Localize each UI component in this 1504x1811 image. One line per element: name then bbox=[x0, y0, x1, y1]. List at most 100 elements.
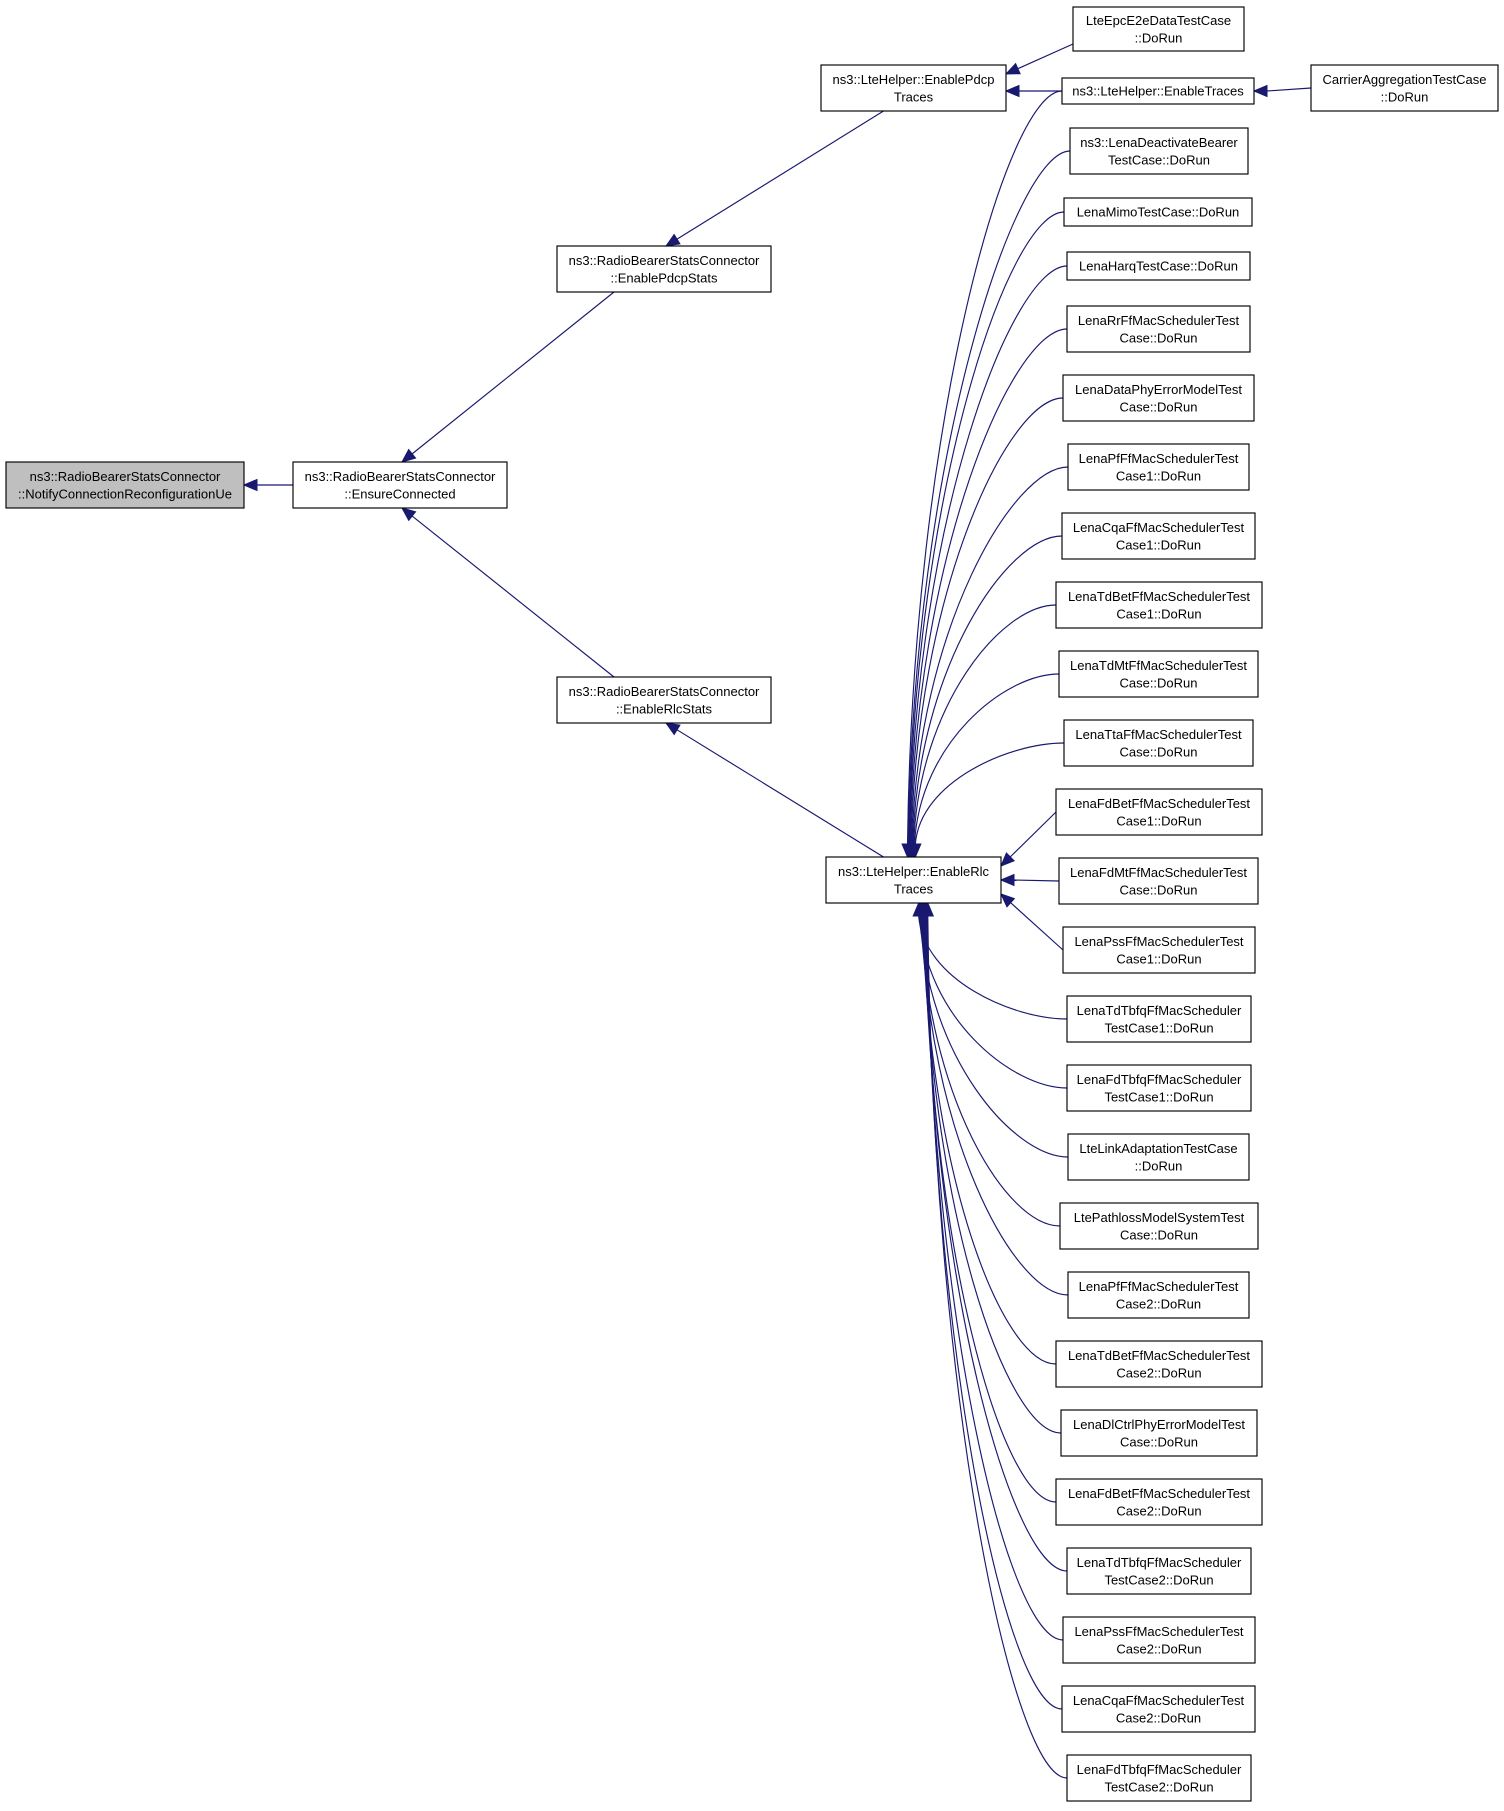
node-carrieragg[interactable]: CarrierAggregationTestCase::DoRun bbox=[1310, 64, 1499, 112]
node-box bbox=[1055, 788, 1263, 836]
node-label-line: ns3::RadioBearerStatsConnector bbox=[569, 253, 760, 268]
edge-line bbox=[923, 915, 1057, 1503]
node-label-line: ns3::LenaDeactivateBearer bbox=[1080, 135, 1238, 150]
arrowhead bbox=[921, 901, 935, 917]
edge-ensure-to-root bbox=[242, 478, 293, 492]
edge-pathloss-to-rlctraces bbox=[914, 901, 1061, 1227]
node-label-line: LteEpcE2eDataTestCase bbox=[1086, 13, 1231, 28]
node-label-line: LenaRrFfMacSchedulerTest bbox=[1078, 313, 1240, 328]
node-rlcstats[interactable]: ns3::RadioBearerStatsConnector::EnableRl… bbox=[556, 676, 772, 724]
node-label-line: Case2::DoRun bbox=[1116, 1641, 1201, 1656]
node-label-line: LenaFdMtFfMacSchedulerTest bbox=[1070, 865, 1247, 880]
edge-linkadapt-to-rlctraces bbox=[914, 901, 1069, 1158]
node-ensure[interactable]: ns3::RadioBearerStatsConnector::EnsureCo… bbox=[292, 461, 508, 509]
node-box bbox=[820, 64, 1007, 112]
arrowhead bbox=[999, 873, 1015, 887]
edge-line bbox=[1009, 811, 1057, 858]
node-pdcpstats[interactable]: ns3::RadioBearerStatsConnector::EnablePd… bbox=[556, 245, 772, 293]
edge-line bbox=[1266, 87, 1312, 92]
node-label-line: Case::DoRun bbox=[1119, 675, 1197, 690]
node-label-line: Case1::DoRun bbox=[1116, 537, 1201, 552]
node-label-line: Traces bbox=[894, 881, 934, 896]
edge-enabletraces-to-pdcptraces bbox=[1004, 84, 1062, 98]
node-root[interactable]: ns3::RadioBearerStatsConnector::NotifyCo… bbox=[5, 461, 245, 509]
node-mimo[interactable]: LenaMimoTestCase::DoRun bbox=[1063, 197, 1253, 227]
edge-harq-to-rlctraces bbox=[903, 265, 1068, 859]
node-label-line: ::EnsureConnected bbox=[344, 486, 455, 501]
edge-line bbox=[1010, 902, 1064, 951]
node-box bbox=[1055, 1478, 1263, 1526]
edge-line bbox=[676, 110, 884, 240]
edge-line bbox=[912, 535, 1063, 845]
node-box bbox=[1072, 6, 1245, 52]
edge-cqa2-to-rlctraces bbox=[920, 901, 1063, 1710]
node-label-line: ns3::LteHelper::EnableRlc bbox=[838, 864, 990, 879]
arrowhead bbox=[1004, 84, 1020, 98]
edge-fdtbfq1-to-rlctraces bbox=[913, 901, 1068, 1089]
node-label-line: LenaTdTbfqFfMacScheduler bbox=[1077, 1003, 1242, 1018]
node-box bbox=[292, 461, 508, 509]
node-box bbox=[1067, 1271, 1250, 1319]
node-label-line: LteLinkAdaptationTestCase bbox=[1079, 1141, 1237, 1156]
node-box bbox=[1059, 1202, 1259, 1250]
node-label-line: Case2::DoRun bbox=[1116, 1296, 1201, 1311]
node-epce2e[interactable]: LteEpcE2eDataTestCase::DoRun bbox=[1072, 6, 1245, 52]
arrowhead bbox=[909, 843, 922, 859]
node-label-line: ns3::RadioBearerStatsConnector bbox=[30, 469, 221, 484]
node-box bbox=[1055, 581, 1263, 629]
edge-fdmt-to-rlctraces bbox=[999, 873, 1060, 887]
node-label-line: Case2::DoRun bbox=[1116, 1503, 1201, 1518]
arrowhead bbox=[400, 507, 417, 522]
node-box bbox=[1061, 77, 1255, 105]
node-box bbox=[1066, 995, 1252, 1043]
node-label-line: ns3::LteHelper::EnableTraces bbox=[1072, 84, 1244, 99]
node-label-line: TestCase2::DoRun bbox=[1104, 1779, 1213, 1794]
edge-tdtbfq1-to-rlctraces bbox=[912, 901, 1068, 1020]
edge-carrieragg-to-enabletraces bbox=[1252, 84, 1312, 98]
node-label-line: Traces bbox=[894, 89, 934, 104]
node-box bbox=[556, 676, 772, 724]
node-enabletraces[interactable]: ns3::LteHelper::EnableTraces bbox=[1061, 77, 1255, 105]
node-label-line: ns3::LteHelper::EnablePdcp bbox=[833, 72, 995, 87]
node-linkadapt[interactable]: LteLinkAdaptationTestCase::DoRun bbox=[1067, 1133, 1250, 1181]
edge-line bbox=[923, 915, 1062, 1434]
edge-line bbox=[1013, 879, 1060, 882]
node-box bbox=[1055, 1340, 1263, 1388]
node-label-line: ::DoRun bbox=[1135, 30, 1183, 45]
node-harq[interactable]: LenaHarqTestCase::DoRun bbox=[1066, 251, 1251, 281]
arrowhead bbox=[242, 478, 258, 492]
node-label-line: LenaFdTbfqFfMacScheduler bbox=[1077, 1072, 1242, 1087]
node-box bbox=[1062, 374, 1255, 422]
node-label-line: TestCase::DoRun bbox=[1108, 152, 1210, 167]
node-label-line: TestCase1::DoRun bbox=[1104, 1020, 1213, 1035]
edge-line bbox=[911, 466, 1069, 845]
edges-layer bbox=[242, 43, 1312, 1779]
edge-rlctraces-to-rlcstats bbox=[664, 722, 884, 858]
node-box bbox=[556, 245, 772, 293]
